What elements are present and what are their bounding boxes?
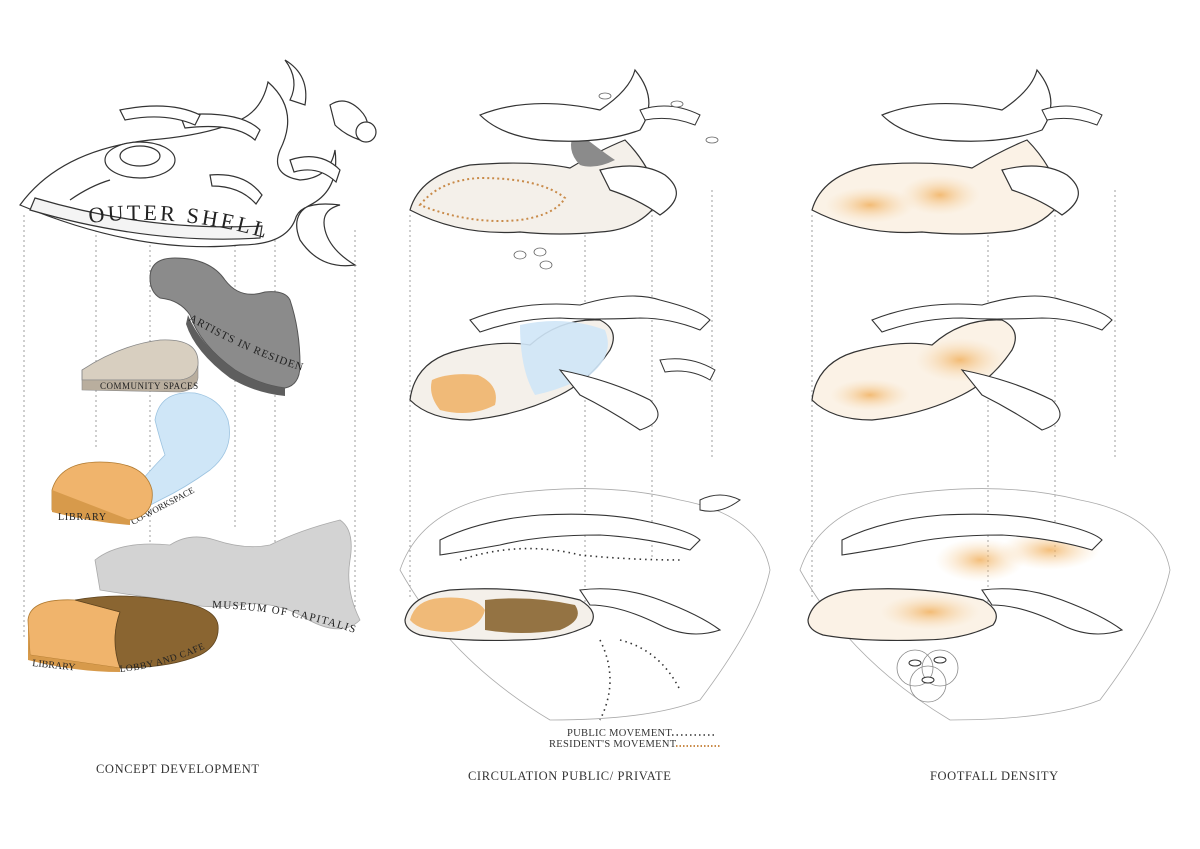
library-upper-layer: LIBRARY <box>51 461 153 525</box>
library-upper-label: LIBRARY <box>58 512 107 523</box>
public-movement-label: PUBLIC MOVEMENT <box>567 728 673 739</box>
circulation-panel <box>399 68 771 747</box>
library-lower-label: LIBRARY <box>32 658 76 673</box>
circulation-ground-floor <box>399 488 771 721</box>
circulation-top-floor <box>409 68 719 270</box>
concept-caption: CONCEPT DEVELOPMENT <box>96 762 260 776</box>
footfall-caption: FOOTFALL DENSITY <box>930 769 1059 783</box>
circulation-middle-floor <box>409 295 716 431</box>
concept-guide-lines <box>23 215 356 640</box>
footfall-middle-floor <box>811 295 1113 431</box>
community-layer: COMMUNITY SPACES <box>81 339 199 393</box>
circulation-caption: CIRCULATION PUBLIC/ PRIVATE <box>468 769 672 783</box>
footfall-panel <box>799 68 1171 721</box>
footfall-ground-floor <box>799 488 1171 721</box>
outer-shell-wireframe <box>19 59 377 267</box>
circulation-legend <box>672 734 720 747</box>
footfall-top-floor <box>811 68 1103 235</box>
concept-panel: OUTER SHELL ARTISTS IN RESIDENCE COMMUNI… <box>0 0 377 675</box>
ground-floor-layer: LIBRARY LOBBY AND CAFE <box>27 595 219 675</box>
community-label: COMMUNITY SPACES <box>100 381 199 391</box>
resident-movement-label: RESIDENT'S MOVEMENT <box>549 739 677 750</box>
